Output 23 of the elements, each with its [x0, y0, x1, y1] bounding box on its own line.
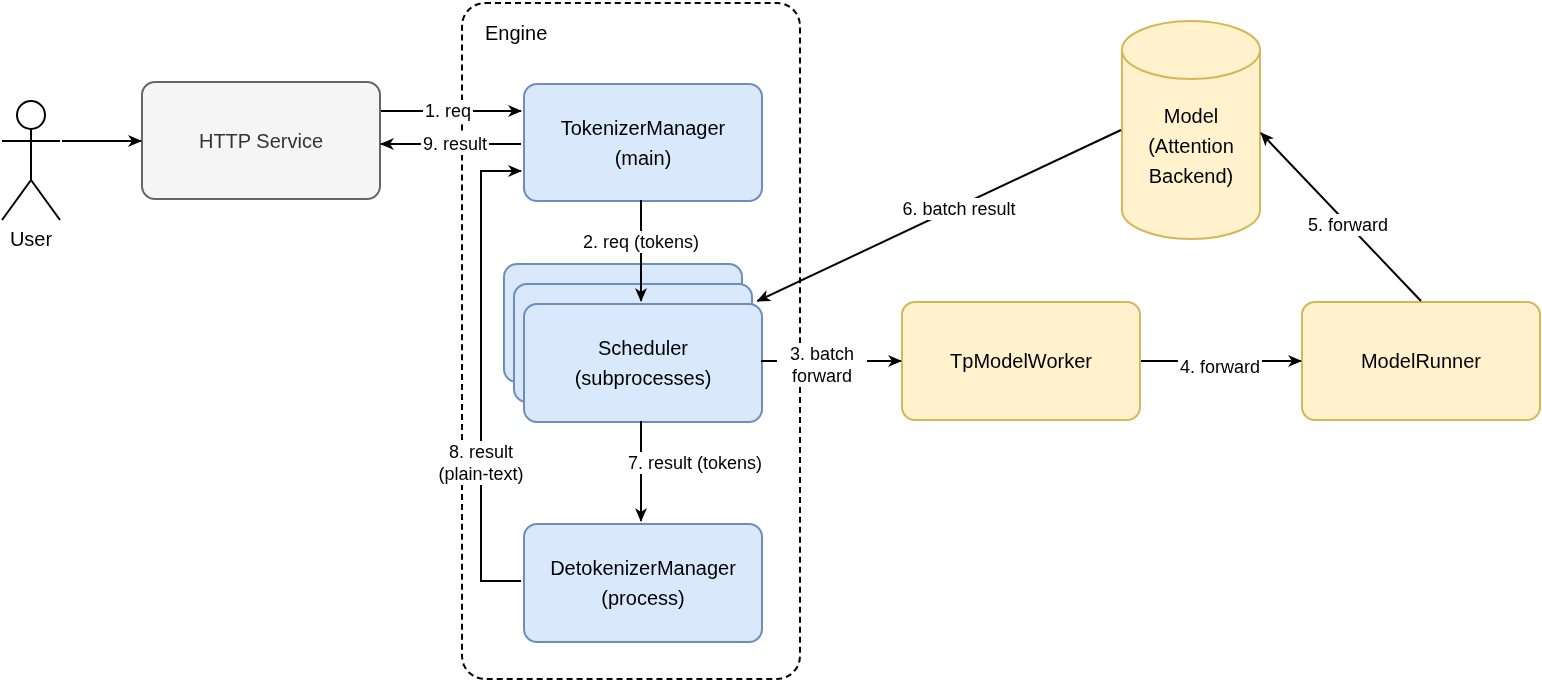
- process-box: [901, 301, 1141, 421]
- process-box: [523, 303, 763, 423]
- node-label: HTTP Service: [197, 128, 325, 154]
- container-title: Engine: [485, 21, 548, 46]
- node-label: TokenizerManager (main): [559, 115, 727, 171]
- edge-label: 6. batch result: [900, 198, 1018, 220]
- edge-label: 1. req: [423, 100, 473, 122]
- node-label: TpModelWorker: [949, 349, 1093, 374]
- arrow: [1260, 132, 1422, 302]
- process-box: [523, 523, 763, 643]
- process-box: [141, 81, 381, 200]
- edge-label: 9. result: [421, 133, 489, 155]
- process-box: [523, 83, 763, 202]
- node-label: ModelRunner: [1359, 349, 1483, 374]
- process-box: [1301, 301, 1541, 421]
- arrow: [756, 129, 1122, 302]
- arrow: [61, 135, 142, 147]
- node-label: DetokenizerManager (process): [549, 556, 737, 611]
- node-label: Model (Attention Backend): [1147, 104, 1235, 189]
- node-label: User: [9, 227, 53, 252]
- edge-label: 5. forward: [1306, 214, 1390, 236]
- arrow: [480, 165, 522, 582]
- node-label: Scheduler (subprocesses): [573, 336, 713, 391]
